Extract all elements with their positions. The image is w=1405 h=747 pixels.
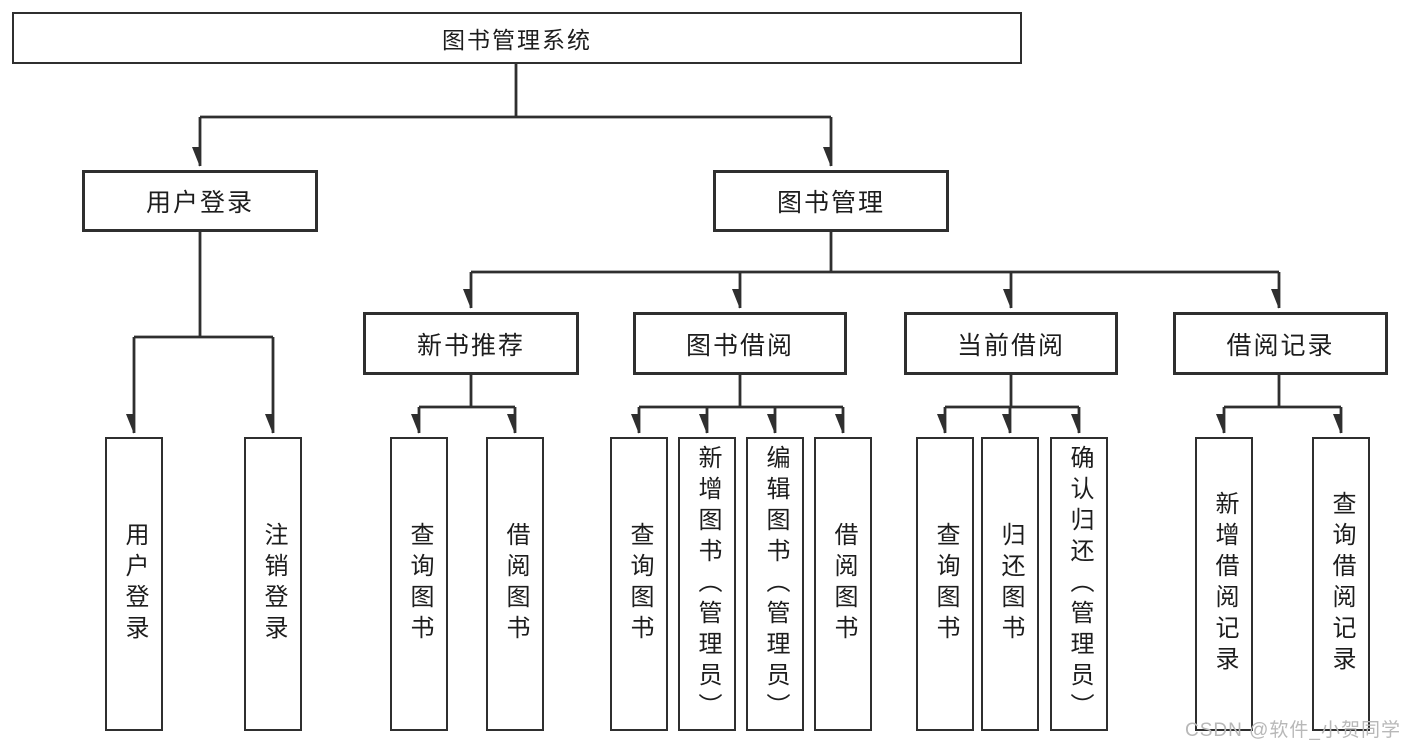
node-label: 图书管理 [776,189,885,217]
node-book-management: 图书管理 [713,170,949,232]
node-label: 新书推荐 [416,331,525,360]
node-label: 用户登录 [145,189,254,217]
node-library-management-system: 图书管理系统 [12,12,1022,64]
node-leaf-query-book-1: 查询图书 [390,437,448,731]
node-label: 借阅记录 [1226,331,1335,360]
connector-borrow-record-rail [1224,375,1341,409]
node-label: 查询借阅记录 [1328,491,1355,677]
node-label: 借阅图书 [830,522,857,646]
node-leaf-query-borrow-record: 查询借阅记录 [1312,437,1370,731]
node-label: 图书借阅 [685,331,794,360]
node-label: 用户登录 [121,522,148,646]
node-label: 注销登录 [260,522,287,646]
node-label: 确认归还（管理员） [1066,444,1093,724]
node-leaf-borrow-book-2: 借阅图书 [814,437,872,731]
node-leaf-query-book-2: 查询图书 [610,437,668,731]
node-label: 归还图书 [997,522,1024,646]
connector-new-book-rail [419,375,515,409]
node-borrow-record: 借阅记录 [1173,312,1388,375]
node-new-book-recommend: 新书推荐 [363,312,579,375]
node-label: 图书管理系统 [442,27,592,53]
connector-current-borrow-rail [945,375,1079,409]
node-leaf-add-book-admin: 新增图书（管理员） [678,437,736,731]
csdn-watermark: CSDN @软件_小贺同学 [1185,720,1401,741]
node-label: 新增图书（管理员） [694,444,721,724]
node-label: 查询图书 [626,522,653,646]
node-label: 新增借阅记录 [1211,491,1238,677]
node-leaf-query-book-3: 查询图书 [916,437,974,731]
node-label: 查询图书 [932,522,959,646]
node-book-borrow: 图书借阅 [633,312,847,375]
node-label: 借阅图书 [502,522,529,646]
node-leaf-logout: 注销登录 [244,437,302,731]
node-leaf-edit-book-admin: 编辑图书（管理员） [746,437,804,731]
node-leaf-borrow-book-1: 借阅图书 [486,437,544,731]
node-label: 编辑图书（管理员） [762,444,789,724]
node-user-login: 用户登录 [82,170,318,232]
node-leaf-user-login: 用户登录 [105,437,163,731]
node-leaf-add-borrow-record: 新增借阅记录 [1195,437,1253,731]
node-label: 当前借阅 [956,331,1065,360]
node-label: 查询图书 [406,522,433,646]
node-leaf-confirm-return-admin: 确认归还（管理员） [1050,437,1108,731]
node-leaf-return-book: 归还图书 [981,437,1039,731]
connector-book-borrow-rail [639,375,843,409]
node-current-borrow: 当前借阅 [904,312,1118,375]
